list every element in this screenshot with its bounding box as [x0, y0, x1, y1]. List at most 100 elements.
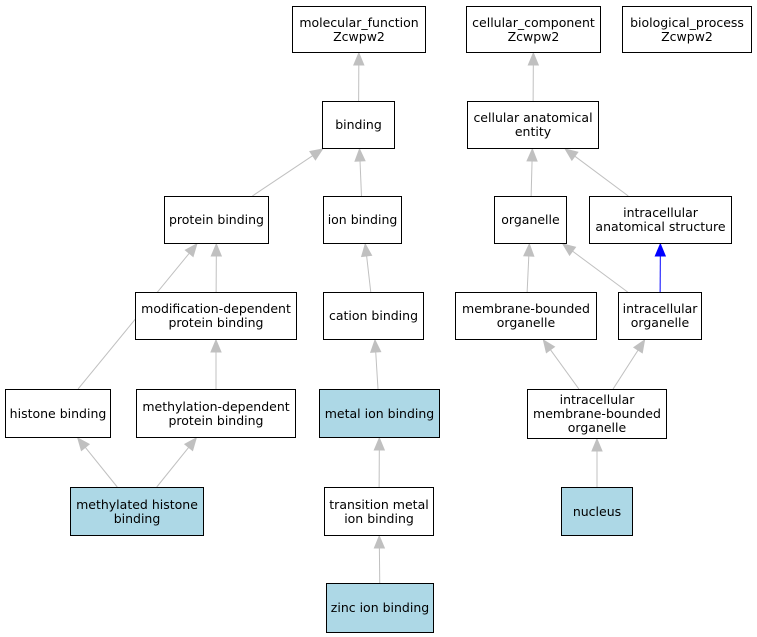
node-organelle[interactable]: organelle — [494, 196, 567, 244]
node-binding[interactable]: binding — [322, 101, 395, 149]
node-label: modification-dependent — [141, 301, 291, 316]
edge-methdpb-to-mdpb — [210, 338, 222, 389]
node-label: organelle — [630, 315, 690, 330]
node-label: membrane-bounded — [462, 301, 590, 316]
edge-line — [77, 252, 190, 390]
edge-line — [530, 160, 533, 197]
node-label: nucleus — [572, 503, 622, 519]
node-cellular-component[interactable]: cellular_component Zcwpw2 — [466, 6, 601, 53]
node-label: binding — [335, 117, 382, 132]
node-cellular-anatomical-entity[interactable]: cellular anatomical entity — [467, 101, 599, 149]
edge-arrowhead — [183, 436, 198, 452]
node-label: intracellular — [623, 205, 698, 220]
edge-arrowhead — [184, 242, 198, 258]
node-intracellular-anatomical-structure[interactable]: intracellular anatomical structure — [589, 196, 732, 244]
node-nucleus[interactable]: nucleus — [561, 487, 633, 536]
edge-pb-to-binding — [252, 148, 324, 197]
edge-mhb-to-methdpb — [156, 436, 198, 488]
node-transition-metal-ion-binding[interactable]: transition metal ion binding — [324, 487, 434, 536]
edge-line — [366, 255, 372, 293]
node-label: zinc ion binding — [330, 600, 430, 615]
edge-arrowhead — [542, 338, 556, 354]
edge-zib-to-tmib — [373, 534, 386, 584]
edge-mbo-to-org — [523, 242, 535, 293]
edge-hb-to-pb — [77, 242, 198, 390]
node-label: biological_process — [630, 14, 744, 30]
node-label: organelle — [501, 212, 560, 227]
edge-arrowhead — [373, 436, 386, 451]
node-cation-binding[interactable]: cation binding — [323, 292, 424, 340]
edge-cationb-to-ionb — [360, 242, 373, 293]
edge-org-to-cae — [526, 147, 538, 197]
edge-line — [84, 447, 118, 488]
edge-arrowhead — [353, 51, 365, 66]
edge-nucleus-to-imbo — [591, 437, 603, 487]
node-molecular-function[interactable]: molecular_function Zcwpw2 — [292, 6, 426, 53]
edge-arrowhead — [76, 436, 91, 452]
node-label: entity — [514, 124, 552, 139]
edge-cae-to-cc — [527, 51, 540, 102]
edge-imbo-to-mbo — [542, 338, 580, 390]
node-histone-binding[interactable]: histone binding — [5, 389, 111, 438]
edge-line — [612, 349, 639, 390]
node-intracellular-organelle[interactable]: intracellular organelle — [618, 292, 702, 340]
edge-binding-to-mf — [353, 51, 365, 102]
edge-metalb-to-cationb — [370, 338, 382, 390]
edge-arrowhead — [210, 242, 223, 257]
node-membrane-bounded-organelle[interactable]: membrane-bounded organelle — [455, 292, 597, 340]
edge-arrowhead — [564, 148, 579, 162]
node-ion-binding[interactable]: ion binding — [323, 196, 402, 244]
edge-line — [252, 155, 313, 197]
node-label: ion binding — [327, 212, 398, 227]
edge-arrowhead — [360, 242, 373, 258]
edge-io-to-ias — [654, 242, 667, 293]
node-intracellular-membrane-bounded-organelle[interactable]: intracellular membrane-bounded organelle — [527, 389, 667, 439]
node-label: methylation-dependent — [142, 398, 290, 414]
node-label: methylated histone — [76, 496, 198, 512]
edge-arrowhead — [527, 51, 540, 66]
node-label: membrane-bounded — [533, 406, 661, 421]
edge-line — [156, 447, 190, 488]
edge-arrowhead — [654, 242, 667, 257]
edge-arrowhead — [526, 147, 538, 162]
edge-ionb-to-binding — [354, 147, 366, 197]
node-label: molecular_function — [299, 14, 419, 30]
edge-mdpb-to-pb — [210, 242, 223, 293]
node-label: cellular_component — [472, 14, 595, 30]
edge-arrowhead — [591, 437, 603, 452]
node-label: cellular anatomical — [473, 110, 593, 125]
node-biological-process[interactable]: biological_process Zcwpw2 — [622, 6, 752, 53]
node-label: Zcwpw2 — [333, 28, 385, 44]
edge-arrowhead — [370, 338, 382, 353]
node-label: Zcwpw2 — [661, 28, 713, 44]
node-label: organelle — [496, 315, 556, 330]
edge-tmib-to-metalb — [373, 436, 386, 488]
node-label: protein binding — [168, 212, 264, 227]
edge-line — [375, 351, 379, 390]
node-methylated-histone-binding[interactable]: methylated histone binding — [70, 487, 204, 536]
node-metal-ion-binding[interactable]: metal ion binding — [319, 389, 440, 438]
edge-line — [359, 160, 362, 197]
edge-arrowhead — [354, 147, 366, 162]
edge-io-to-org — [561, 243, 628, 293]
edge-line — [572, 250, 628, 293]
edge-arrowhead — [632, 338, 646, 354]
edge-mhb-to-hb — [76, 436, 118, 488]
node-label: protein binding — [168, 412, 264, 428]
node-label: Zcwpw2 — [507, 28, 560, 44]
node-label: intracellular — [622, 301, 698, 316]
edge-arrowhead — [523, 242, 535, 257]
node-protein-binding[interactable]: protein binding — [164, 196, 269, 244]
node-label: transition metal — [329, 496, 429, 512]
node-label: metal ion binding — [324, 405, 435, 421]
edge-arrowhead — [309, 148, 324, 161]
node-modification-dependent-protein-binding[interactable]: modification-dependent protein binding — [135, 292, 297, 340]
node-methylation-dependent-protein-binding[interactable]: methylation-dependent protein binding — [136, 389, 296, 438]
edge-arrowhead — [561, 243, 577, 257]
node-zinc-ion-binding[interactable]: zinc ion binding — [326, 583, 434, 633]
edge-line — [550, 349, 580, 390]
edge-ias-to-cae — [564, 148, 629, 197]
edge-line — [574, 155, 629, 197]
